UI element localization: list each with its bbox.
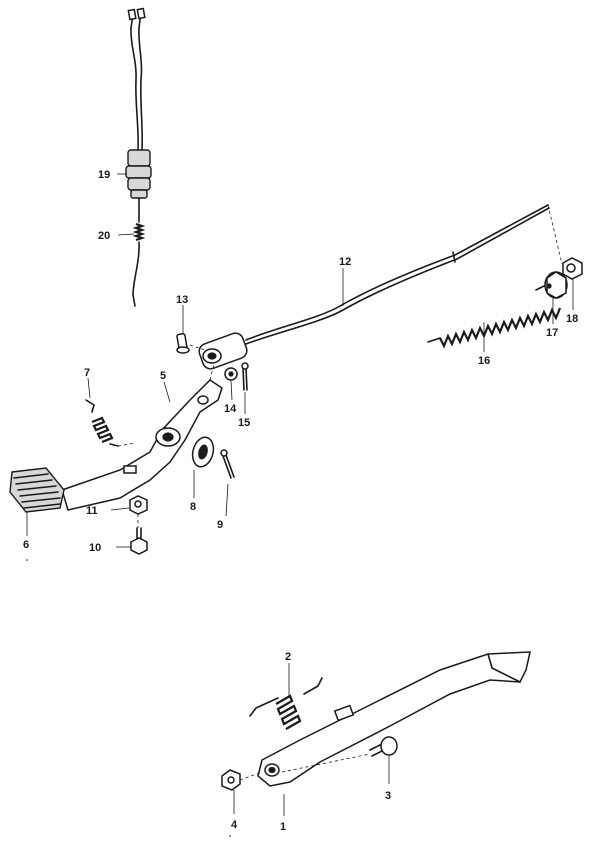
callout-5: 5 [160,370,166,382]
callout-10: 10 [89,542,101,554]
callout-20: 20 [98,230,110,242]
callout-7: 7 [84,367,90,379]
callout-3: 3 [385,790,391,802]
callout-18: 18 [566,313,578,325]
pedal-bolt [130,527,148,555]
adjuster-nut [562,257,583,280]
sidestand-nut [221,769,263,791]
sidestand-bolt [369,736,398,757]
callout-9: 9 [217,519,223,531]
callout-14: 14 [224,403,237,415]
rod-cotter-pin [241,362,249,391]
callout-2: 2 [285,651,291,663]
scan-dot [26,559,28,561]
callout-6: 6 [23,539,29,551]
pivot-washer [191,436,215,468]
callout-13: 13 [176,294,188,306]
rod-adjuster [544,271,568,299]
callout-16: 16 [478,355,490,367]
callout-1: 1 [280,821,286,833]
sidestand-spring [249,677,323,730]
pedal-rubber [9,467,65,513]
pedal-nut [129,495,148,528]
brake-light-switch [125,7,152,215]
callout-4: 4 [231,819,238,831]
callout-8: 8 [190,501,196,513]
callout-11: 11 [86,505,98,517]
callout-19: 19 [98,169,110,181]
rod-washer [224,367,238,381]
callout-15: 15 [238,417,250,429]
pivot-cotter-pin [220,449,235,479]
pedal-spring [85,399,136,447]
callout-leaders [26,173,574,816]
callout-17: 17 [546,327,558,339]
clevis-pin [176,332,206,354]
callout-labels: 1 2 3 4 5 6 7 8 9 10 11 12 13 14 15 16 1… [23,169,578,833]
switch-spring [132,213,146,307]
brake-pedal-arm [61,363,223,511]
scan-dot [229,835,231,837]
return-spring [427,279,562,349]
callout-12: 12 [339,256,351,268]
sidestand [257,651,531,787]
brake-rod [198,204,563,370]
